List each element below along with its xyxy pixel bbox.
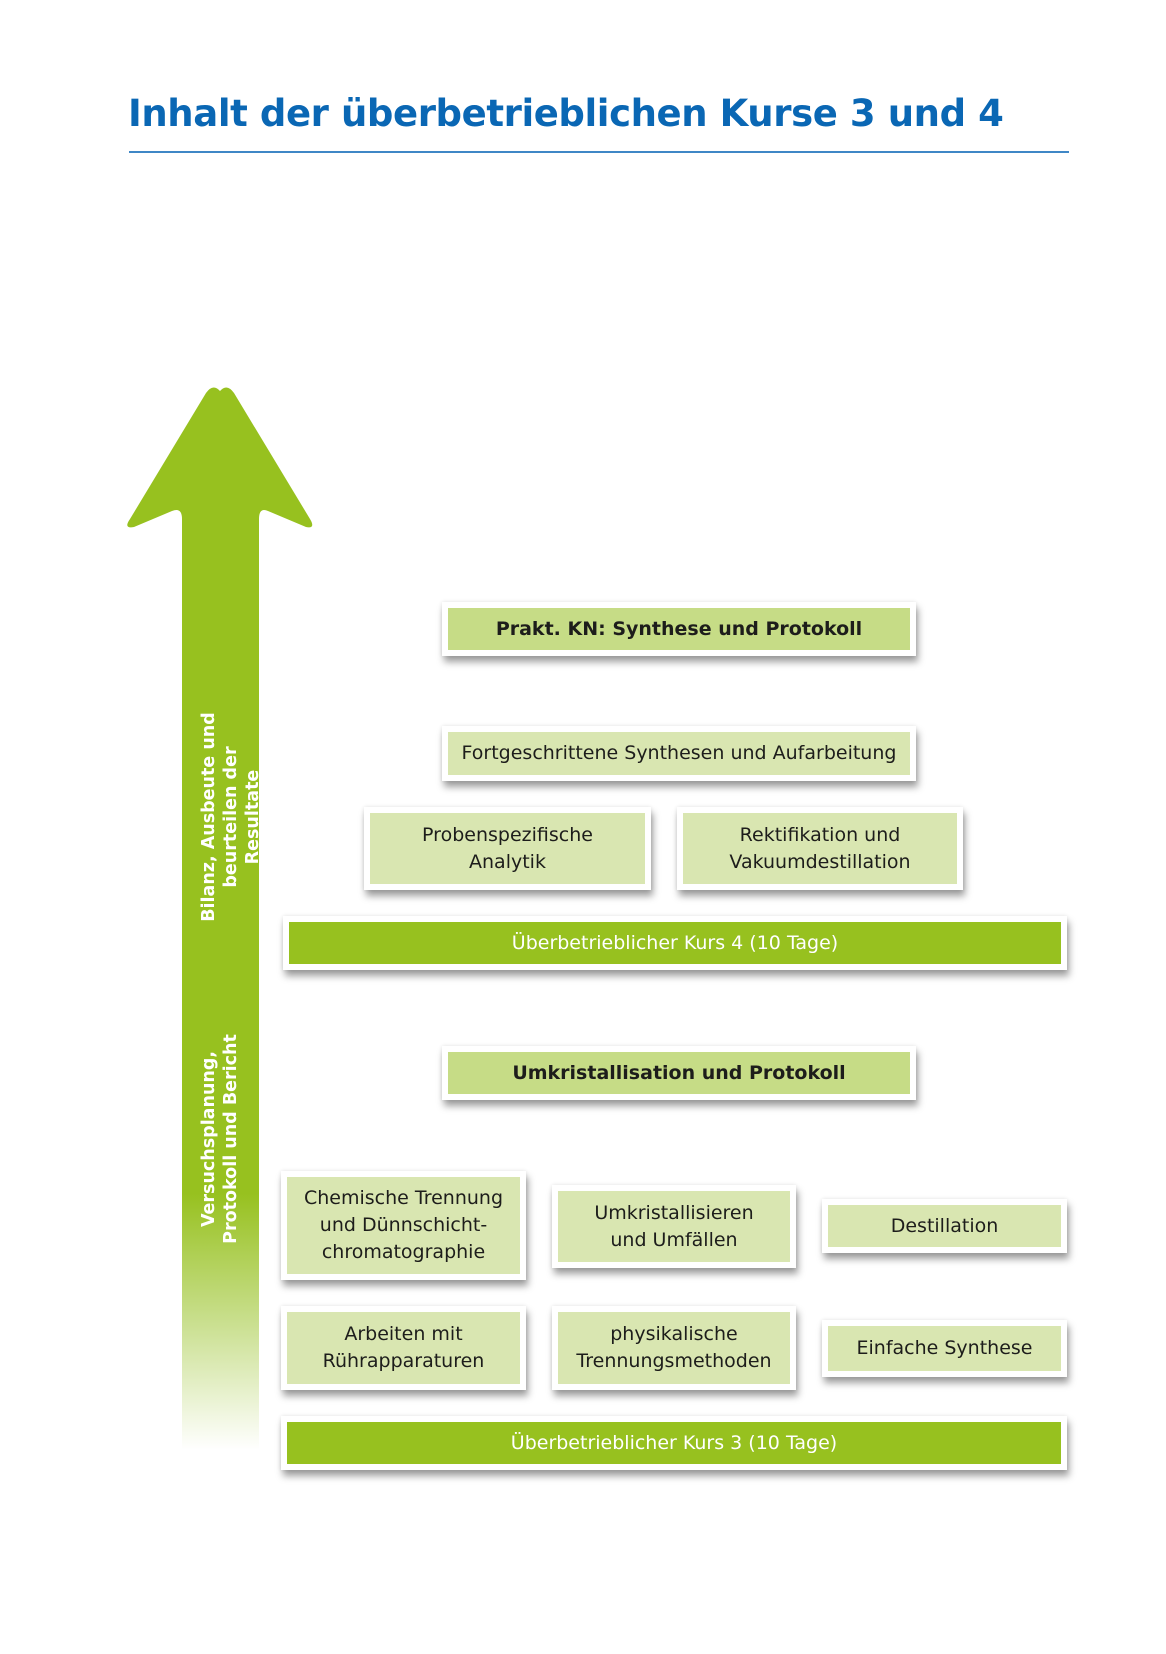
kurs4-foundation-bar: Überbetrieblicher Kurs 4 (10 Tage)	[283, 916, 1067, 970]
kurs3-topic-box: Chemische Trennung und Dünnschicht- chro…	[281, 1171, 526, 1280]
kurs3-topic-label: physikalische Trennungsmethoden	[576, 1323, 772, 1372]
kurs3-foundation-label: Überbetrieblicher Kurs 3 (10 Tage)	[510, 1431, 838, 1454]
kurs4-advanced-label: Fortgeschrittene Synthesen und Aufarbeit…	[461, 742, 897, 764]
kurs4-topic-label: Probenspezifische Analytik	[422, 823, 593, 873]
up-arrow-icon	[127, 387, 313, 1450]
kurs3-topic-label: Einfache Synthese	[856, 1337, 1033, 1359]
kurs3-exam-label: Umkristallisation und Protokoll	[512, 1061, 846, 1084]
kurs3-topic-label: Chemische Trennung und Dünnschicht- chro…	[303, 1187, 504, 1263]
kurs3-topic-label: Umkristallisieren und Umfällen	[594, 1201, 754, 1251]
kurs3-topic-box: Arbeiten mit Rührapparaturen	[281, 1306, 526, 1390]
kurs3-exam-box: Umkristallisation und Protokoll	[442, 1046, 916, 1100]
page-title: Inhalt der überbetrieblichen Kurse 3 und…	[128, 92, 1004, 135]
kurs3-topic-box: physikalische Trennungsmethoden	[552, 1306, 796, 1390]
arrow-label-planning: Versuchsplanung, Protokoll und Bericht	[199, 1034, 241, 1244]
kurs4-foundation-label: Überbetrieblicher Kurs 4 (10 Tage)	[511, 931, 839, 954]
kurs4-exam-label: Prakt. KN: Synthese und Protokoll	[495, 617, 863, 640]
kurs4-exam-box: Prakt. KN: Synthese und Protokoll	[442, 602, 916, 656]
kurs3-topic-box: Destillation	[822, 1199, 1067, 1253]
arrow-label-results: Bilanz, Ausbeute und beurteilen der Resu…	[199, 712, 263, 922]
kurs3-topic-box: Umkristallisieren und Umfällen	[552, 1185, 796, 1268]
kurs3-topic-label: Arbeiten mit Rührapparaturen	[322, 1323, 485, 1372]
kurs3-topic-box: Einfache Synthese	[822, 1320, 1067, 1377]
arrow-head	[127, 387, 313, 545]
kurs4-topic-box: Probenspezifische Analytik	[364, 807, 651, 890]
kurs4-topic-label: Rektifikation und Vakuumdestillation	[729, 823, 911, 873]
kurs4-topic-box: Rektifikation und Vakuumdestillation	[677, 807, 963, 890]
title-divider	[129, 151, 1069, 153]
kurs4-advanced-box: Fortgeschrittene Synthesen und Aufarbeit…	[442, 726, 916, 781]
kurs3-foundation-bar: Überbetrieblicher Kurs 3 (10 Tage)	[281, 1416, 1067, 1470]
arrow-shaft	[182, 535, 259, 1450]
kurs3-topic-label: Destillation	[890, 1214, 999, 1237]
